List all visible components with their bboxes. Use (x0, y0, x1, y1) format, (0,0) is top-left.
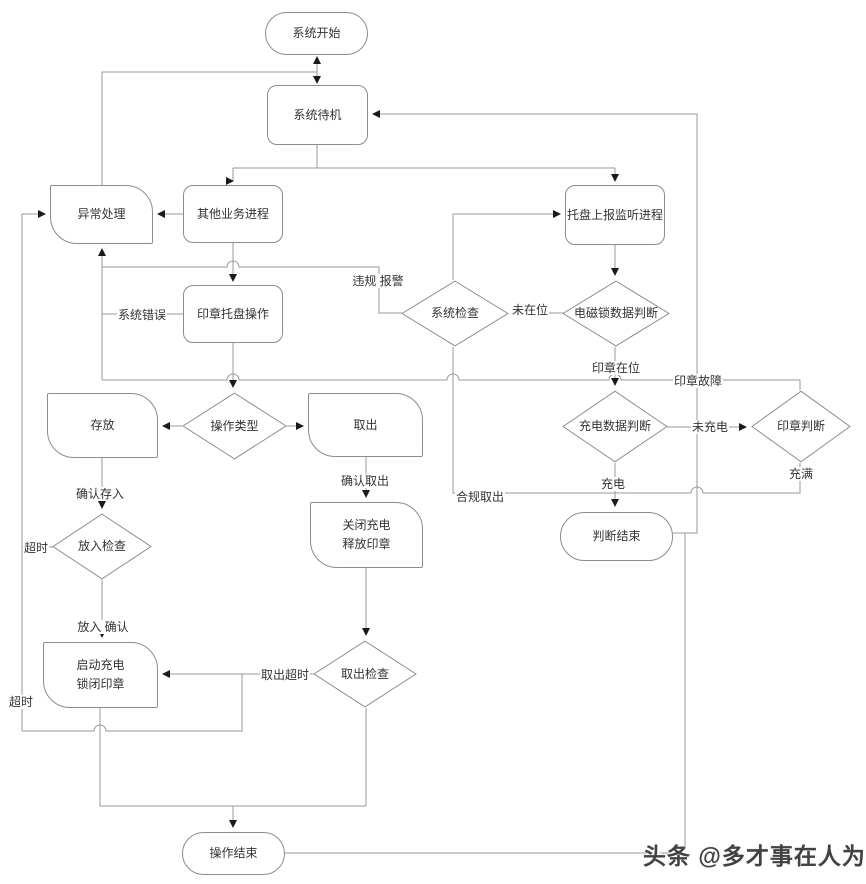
edge-label-seal-fault: 印章故障 (672, 374, 724, 388)
node-emlock-judge: 电磁锁数据判断 (562, 280, 670, 347)
edge-startcharge-bottom (99, 708, 366, 807)
node-label: 操作类型 (210, 418, 259, 433)
node-store: 存放 (47, 393, 158, 458)
diamond-shape (52, 513, 152, 580)
edge-label-seal-in-place: 印章在位 (590, 361, 642, 375)
node-putin-check: 放入检查 (52, 513, 152, 580)
node-seal-tray-op: 印章托盘操作 (183, 285, 283, 343)
node-system-standby: 系统待机 (267, 85, 368, 145)
node-label: 电磁锁数据判断 (573, 306, 658, 320)
diamond-shape (562, 280, 670, 347)
edge-label-charging: 充电 (599, 477, 627, 491)
edge-label-system-error: 系统错误 (116, 308, 168, 322)
edge-syscheck-to-traymon (452, 210, 561, 280)
node-label: 充电数据判断 (578, 419, 651, 433)
node-op-type: 操作类型 (182, 392, 287, 460)
edge-exception-restart-loop (101, 71, 317, 185)
edge-judgeend-to-opend (285, 533, 686, 854)
node-label: 系统开始 (292, 26, 341, 40)
node-takeout: 取出 (308, 393, 423, 457)
node-label: 存放 (90, 418, 115, 432)
node-label: 异常处理 (77, 207, 126, 221)
node-system-start: 系统开始 (265, 12, 368, 55)
node-label: 印章判断 (776, 419, 825, 433)
node-label: 操作结束 (209, 846, 258, 860)
edge-label-timeout-bottom: 超时 (7, 695, 35, 709)
node-label-line1: 关闭充电 (342, 518, 391, 532)
edge-label-confirm-takeout: 确认取出 (339, 474, 391, 488)
edge-violation-alarm (102, 260, 402, 314)
edge-label-putin-confirm: 放入 确认 (76, 620, 130, 634)
node-judge-end: 判断结束 (560, 512, 673, 561)
node-label-line2: 锁闭印章 (76, 677, 125, 691)
node-label: 印章托盘操作 (196, 306, 269, 321)
edge-label-compliant-takeout: 合规取出 (454, 490, 506, 504)
edge-label-violation-alarm: 违规 报警 (351, 274, 405, 288)
node-label: 取出 (353, 417, 378, 432)
node-label-line2: 释放印章 (342, 537, 391, 551)
node-system-check: 系统检查 (401, 280, 509, 347)
edge-label-full: 充满 (787, 467, 815, 481)
edge-timeout-branch (22, 674, 243, 732)
diamond-shape (751, 390, 851, 463)
node-label: 托盘上报监听进程 (566, 207, 663, 222)
node-label: 系统检查 (430, 306, 479, 320)
node-takeout-check: 取出检查 (313, 640, 417, 708)
diamond-shape (562, 390, 668, 463)
edge-label-takeout-timeout: 取出超时 (259, 668, 311, 682)
node-label-line1: 启动充电 (76, 658, 125, 672)
node-label: 放入检查 (77, 539, 126, 553)
diamond-shape (182, 392, 287, 460)
node-label: 判断结束 (592, 529, 641, 543)
node-op-end: 操作结束 (182, 832, 285, 875)
diamond-shape (313, 640, 417, 708)
node-label: 其他业务进程 (196, 206, 269, 221)
node-close-charge-release: 关闭充电 释放印章 (310, 502, 423, 568)
node-label: 取出检查 (340, 666, 389, 681)
node-tray-monitor: 托盘上报监听进程 (565, 185, 665, 245)
node-exception-handle: 异常处理 (50, 185, 153, 244)
node-other-business: 其他业务进程 (183, 185, 283, 243)
diamond-shape (401, 280, 509, 347)
node-label: 系统待机 (293, 107, 342, 122)
edge-label-confirm-store: 确认存入 (74, 487, 126, 501)
edge-label-not-charged: 未充电 (690, 420, 730, 434)
edge-label-not-in-place: 未在位 (510, 303, 550, 317)
node-seal-judge: 印章判断 (751, 390, 851, 463)
node-charge-judge: 充电数据判断 (562, 390, 668, 463)
edge-label-timeout-mid: 超时 (22, 541, 50, 555)
edge-timeout-to-exception (21, 210, 46, 731)
watermark-toutiao: 头条 @多才事在人为 (643, 843, 866, 869)
node-start-charge-lock: 启动充电 锁闭印章 (43, 642, 158, 708)
